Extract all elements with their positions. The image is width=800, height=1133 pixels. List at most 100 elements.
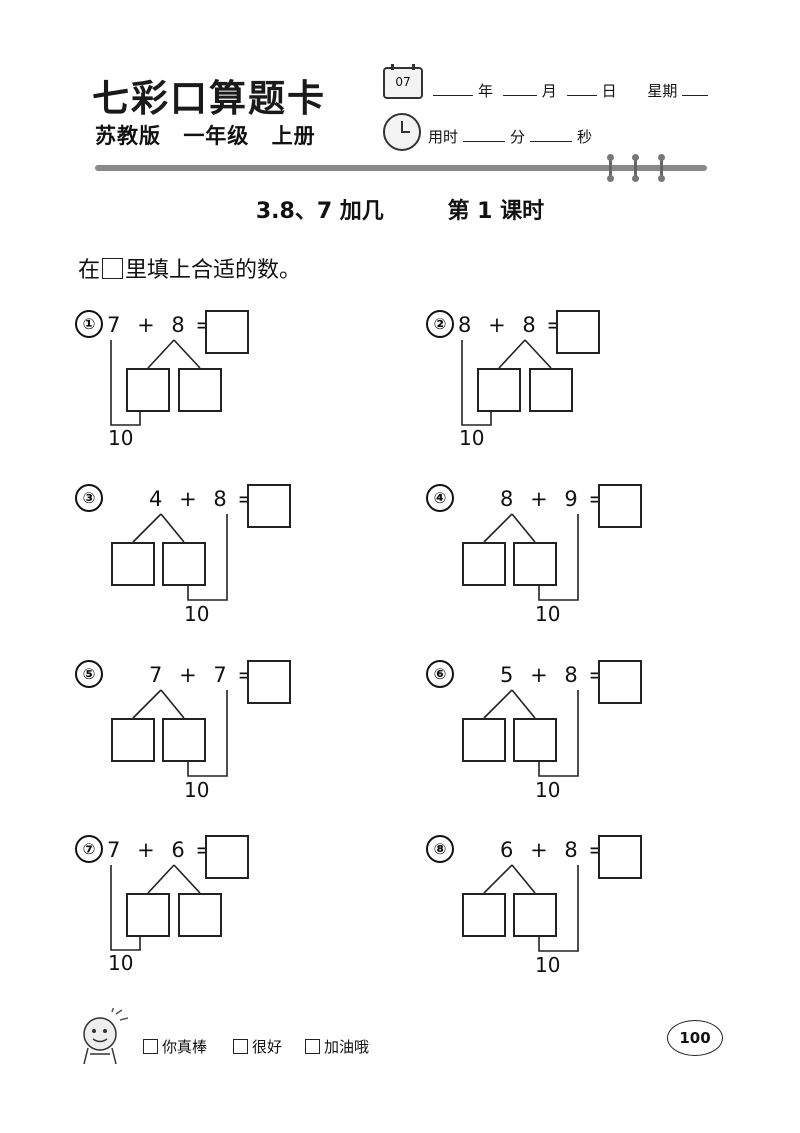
decompose-box-right[interactable] [178, 368, 222, 412]
make-ten-bracket [538, 514, 579, 601]
addend-b: 6 [171, 838, 185, 862]
answer-box[interactable] [598, 835, 642, 879]
decompose-box-left[interactable] [462, 893, 506, 937]
edition-volume: 上册 [271, 124, 316, 148]
plus-sign: + [137, 838, 155, 862]
problem-marker: ⑤ [75, 660, 103, 688]
equation: 8 + 8 = [458, 313, 564, 337]
answer-box[interactable] [205, 310, 249, 354]
seconds-label: 秒 [577, 128, 593, 146]
year-label: 年 [478, 82, 494, 100]
checkbox-icon[interactable] [143, 1039, 158, 1054]
weekday-blank[interactable] [682, 81, 709, 96]
decompose-box-right[interactable] [162, 542, 206, 586]
answer-box[interactable] [598, 660, 642, 704]
calendar-icon: 07 [383, 64, 423, 99]
day-blank[interactable] [566, 81, 597, 96]
make-ten-bracket [187, 690, 228, 777]
eval-label: 很好 [252, 1038, 283, 1056]
split-line [147, 864, 201, 894]
ten-label: 10 [108, 426, 134, 450]
make-ten-bracket [538, 690, 579, 777]
header-divider [95, 165, 707, 171]
edition-publisher: 苏教版 [95, 124, 161, 148]
lesson-period: 第 1 课时 [447, 199, 545, 224]
lesson-topic: 3.8、7 加几 [255, 199, 384, 224]
make-ten-bracket [187, 514, 228, 601]
ten-label: 10 [535, 778, 561, 802]
decompose-box-right[interactable] [162, 718, 206, 762]
decompose-box-left[interactable] [462, 718, 506, 762]
eval-option-good[interactable]: 很好 [233, 1036, 282, 1057]
ten-label: 10 [108, 951, 134, 975]
ten-label: 10 [535, 602, 561, 626]
brand-title: 七彩口算题卡 [92, 76, 326, 120]
addend-b: 7 [213, 663, 227, 687]
answer-box[interactable] [556, 310, 600, 354]
addend-a: 4 [149, 487, 163, 511]
minutes-label: 分 [510, 128, 526, 146]
make-ten-bracket [461, 340, 492, 426]
addend-b: 8 [522, 313, 536, 337]
make-ten-bracket [538, 865, 579, 952]
decompose-box-left[interactable] [462, 542, 506, 586]
problem-marker: ④ [426, 484, 454, 512]
answer-box[interactable] [205, 835, 249, 879]
year-blank[interactable] [433, 81, 473, 96]
decompose-box-left[interactable] [111, 718, 155, 762]
split-line [498, 339, 552, 369]
split-line [132, 689, 185, 719]
instruction-before: 在 [78, 258, 101, 283]
equation: 7 + 8 = [107, 313, 213, 337]
decompose-box-left[interactable] [126, 368, 170, 412]
answer-box[interactable] [247, 660, 291, 704]
equation: 7 + 6 = [107, 838, 213, 862]
plus-sign: + [530, 838, 548, 862]
mascot-icon [83, 1008, 129, 1065]
decompose-box-right[interactable] [513, 542, 557, 586]
edition-grade: 一年级 [183, 124, 250, 148]
decompose-box-right[interactable] [529, 368, 573, 412]
ten-label: 10 [184, 602, 210, 626]
problem-2: ② 8 + 8 = 10 [426, 310, 786, 470]
addend-b: 9 [564, 487, 578, 511]
decompose-box-right[interactable] [513, 718, 557, 762]
decompose-box-right[interactable] [513, 893, 557, 937]
plus-sign: + [179, 487, 197, 511]
answer-box[interactable] [247, 484, 291, 528]
plus-sign: + [530, 663, 548, 687]
ten-label: 10 [459, 426, 485, 450]
decompose-box-left[interactable] [477, 368, 521, 412]
decompose-box-right[interactable] [178, 893, 222, 937]
bracket-lines [132, 689, 228, 777]
minutes-blank[interactable] [463, 127, 506, 142]
problem-3: ③ 4 + 8 = 10 [75, 484, 435, 644]
binder-pin-icon [632, 154, 639, 182]
addend-a: 6 [500, 838, 514, 862]
calendar-number: 07 [395, 75, 411, 89]
checkbox-icon[interactable] [305, 1039, 320, 1054]
problem-1: ① 7 + 8 = 10 [75, 310, 435, 470]
plus-sign: + [137, 313, 155, 337]
eval-option-great[interactable]: 你真棒 [143, 1036, 207, 1057]
equation: 5 + 8 = [500, 663, 606, 687]
seconds-blank[interactable] [530, 127, 573, 142]
equation: 4 + 8 = [149, 487, 255, 511]
eval-option-try-harder[interactable]: 加油哦 [305, 1036, 369, 1057]
split-line [147, 339, 201, 369]
lesson-title: 3.8、7 加几 第 1 课时 [0, 193, 800, 225]
decompose-box-left[interactable] [111, 542, 155, 586]
addend-b: 8 [564, 663, 578, 687]
decompose-box-left[interactable] [126, 893, 170, 937]
checkbox-icon[interactable] [233, 1039, 248, 1054]
addend-a: 7 [149, 663, 163, 687]
month-blank[interactable] [502, 81, 537, 96]
day-label: 日 [601, 82, 617, 100]
answer-box[interactable] [598, 484, 642, 528]
bracket-lines [110, 339, 201, 426]
equation: 6 + 8 = [500, 838, 606, 862]
bracket-lines [461, 339, 552, 426]
problem-marker: ① [75, 310, 103, 338]
split-line [483, 513, 536, 543]
eval-label: 加油哦 [324, 1038, 370, 1056]
